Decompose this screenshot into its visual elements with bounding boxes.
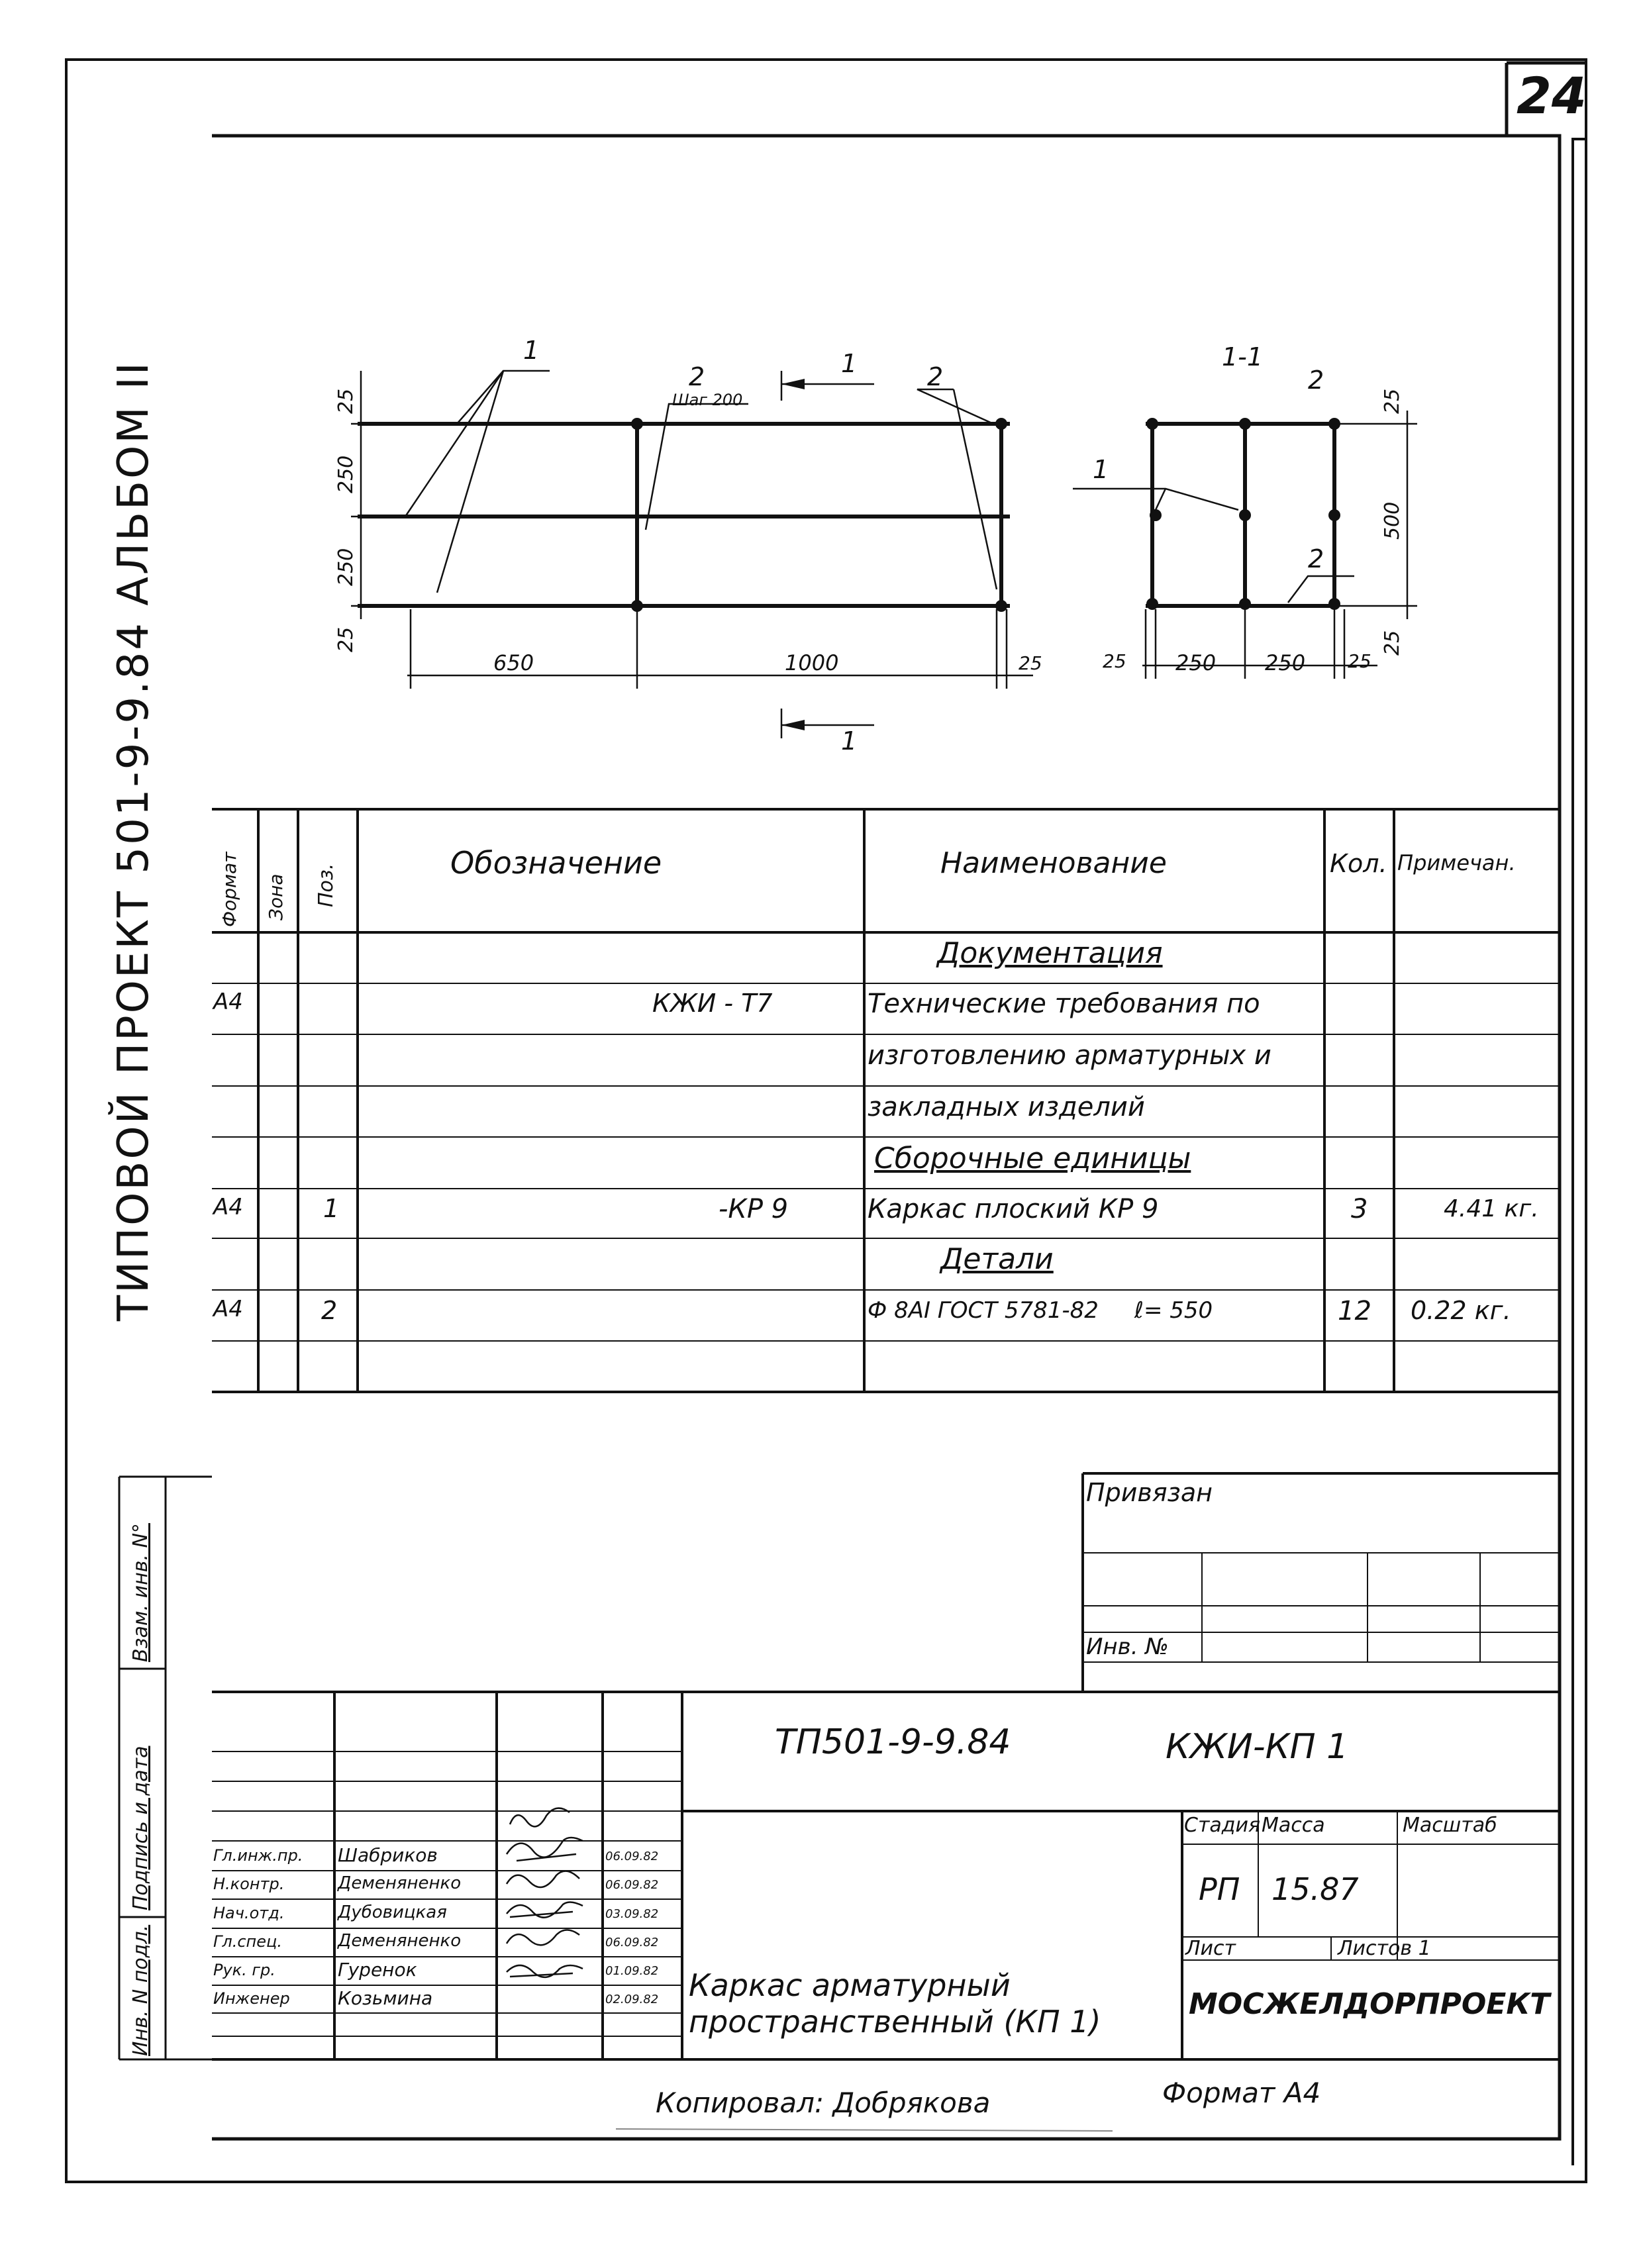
header-note: Примечан. (1397, 850, 1516, 875)
header-qty: Кол. (1330, 849, 1387, 878)
elev-dim-h-2: 1000 (785, 650, 839, 675)
stage-value: РП (1199, 1871, 1240, 1907)
person-name-5: Козьмина (338, 1987, 433, 2009)
section-dim-bottom-3: 250 (1265, 650, 1306, 675)
row-4-name: Сборочные единицы (874, 1142, 1191, 1175)
person-name-1: Деменяненко (338, 1873, 462, 1893)
section-label-2-top: 2 (1308, 366, 1324, 395)
elev-dim-v-2: 250 (334, 455, 358, 493)
row-5-note: 4.41 кг. (1444, 1195, 1539, 1222)
scale-label: Масштаб (1403, 1814, 1497, 1837)
row-5-format: А4 (213, 1194, 243, 1220)
mass-value: 15.87 (1271, 1871, 1359, 1907)
person-date-3: 06.09.82 (605, 1936, 659, 1949)
person-role-3: Гл.спец. (213, 1932, 282, 1951)
row-7-qty: 12 (1338, 1296, 1371, 1326)
row-7-pos: 2 (321, 1296, 338, 1325)
person-role-4: Рук. гр. (213, 1961, 275, 1979)
section-dim-right-2: 500 (1381, 501, 1404, 540)
sheet-number: 24 (1517, 66, 1587, 125)
row-1-format: А4 (213, 989, 243, 1015)
title-code: ТП501-9-9.84 (775, 1722, 1011, 1762)
header-name: Наименование (940, 846, 1167, 880)
sheet-label: Лист (1185, 1937, 1236, 1960)
row-5-qty: 3 (1351, 1194, 1368, 1224)
binding-inv: Инв. № (1086, 1634, 1169, 1660)
project-side-title: ТИПОВОЙ ПРОЕКТ 501-9-9.84 АЛЬБОМ II (109, 360, 158, 1321)
section-label-1: 1 (1093, 455, 1109, 484)
section-dim-right-1: 25 (1381, 388, 1404, 414)
section-mark-top: 1 (841, 349, 858, 378)
section-dim-bottom-1: 25 (1103, 650, 1126, 672)
row-0-name: Документация (937, 936, 1163, 970)
person-role-1: Н.контр. (213, 1875, 285, 1893)
person-role-0: Гл.инж.пр. (213, 1846, 303, 1865)
elev-label-1: 1 (523, 336, 540, 365)
person-role-5: Инженер (213, 1989, 290, 2008)
section-title: 1-1 (1222, 342, 1264, 371)
row-6-name: Детали (940, 1242, 1054, 1276)
person-name-0: Шабриков (338, 1844, 438, 1866)
organization: МОСЖЕЛДОРПРОЕКТ (1189, 1987, 1550, 2021)
header-designation: Обозначение (450, 845, 662, 881)
row-1-name: Технические требования по (868, 989, 1260, 1019)
person-date-2: 03.09.82 (605, 1907, 659, 1921)
person-role-2: Нач.отд. (213, 1904, 285, 1922)
elev-label-2a-step: Шаг 200 (672, 391, 743, 409)
drawing-name-line1: Каркас арматурный (689, 1967, 1011, 2003)
section-dim-bottom-2: 250 (1175, 650, 1217, 675)
footer-copied: Копировал: Добрякова (656, 2087, 991, 2119)
header-format: Формат (219, 852, 240, 927)
stage-label: Стадия (1184, 1814, 1261, 1837)
row-5-name: Каркас плоский КР 9 (868, 1194, 1159, 1224)
person-date-1: 06.09.82 (605, 1878, 659, 1892)
row-5-pos: 1 (323, 1194, 340, 1223)
elev-label-2b: 2 (927, 362, 944, 391)
row-7-note: 0.22 кг. (1411, 1296, 1511, 1325)
binding-title: Привязан (1086, 1478, 1213, 1507)
elev-dim-h-3: 25 (1019, 652, 1042, 674)
row-1-designation: КЖИ - Т7 (652, 989, 773, 1018)
row-2-name: изготовлению арматурных и (868, 1040, 1271, 1071)
elev-dim-v-4: 25 (334, 626, 358, 652)
stamp-inv-podl: Инв. N подл. (129, 1924, 152, 2056)
mass-label: Масса (1262, 1814, 1325, 1837)
elev-dim-h-1: 650 (493, 650, 534, 675)
row-5-designation: -КР 9 (719, 1194, 789, 1224)
title-code2: КЖИ-КП 1 (1166, 1727, 1349, 1767)
section-dim-right-3: 25 (1381, 630, 1404, 656)
person-date-4: 01.09.82 (605, 1964, 659, 1978)
footer-format: Формат А4 (1162, 2077, 1321, 2109)
person-date-0: 06.09.82 (605, 1849, 659, 1863)
stamp-vzam-inv: Взам. инв. N° (129, 1523, 152, 1662)
elev-dim-v-1: 25 (334, 388, 358, 414)
row-3-name: закладных изделий (868, 1092, 1145, 1122)
sheets-label: Листов 1 (1338, 1937, 1431, 1960)
person-date-5: 02.09.82 (605, 1993, 659, 2006)
section-mark-bottom: 1 (841, 726, 858, 756)
person-name-3: Деменяненко (338, 1931, 462, 1951)
stamp-signature-date: Подпись и дата (129, 1746, 152, 1911)
person-name-2: Дубовицкая (338, 1902, 447, 1922)
row-7-name: Ф 8АI ГОСТ 5781-82 ℓ= 550 (868, 1297, 1213, 1324)
header-pos: Поз. (315, 863, 338, 907)
drawing-name-line2: пространственный (КП 1) (689, 2004, 1101, 2040)
row-7-format: А4 (213, 1296, 243, 1322)
elev-dim-v-3: 250 (334, 548, 358, 586)
header-zone: Зона (265, 873, 287, 920)
section-dim-bottom-4: 25 (1348, 650, 1371, 672)
elev-label-2a: 2 (689, 362, 705, 391)
section-label-2-bottom: 2 (1308, 544, 1324, 573)
person-name-4: Гуренок (338, 1959, 417, 1981)
